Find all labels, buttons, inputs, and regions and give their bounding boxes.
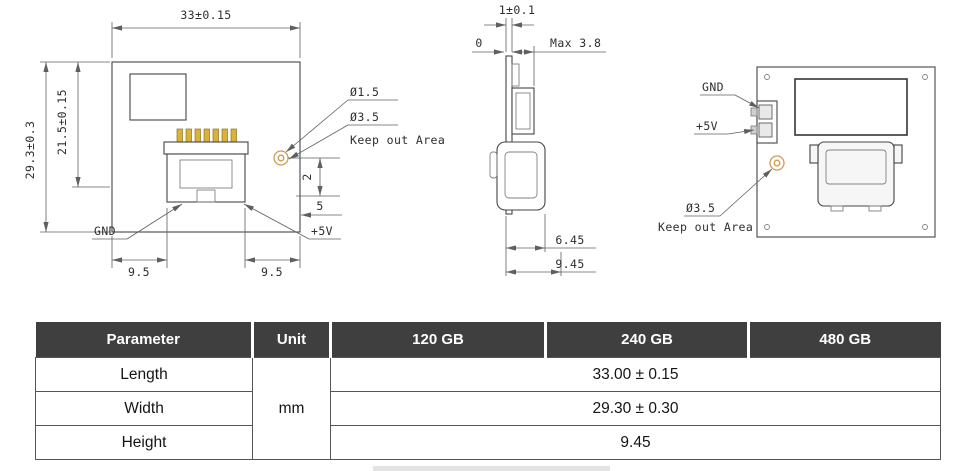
fiducial-dot (922, 224, 928, 230)
fiducial-dot (922, 74, 928, 80)
rear-callout-lines (684, 94, 773, 217)
side-dim-connector-depth: 6.45 (555, 233, 584, 247)
front-hole-callout-lines (285, 99, 398, 160)
param-length-label: Length (35, 357, 253, 392)
gold-pin (203, 128, 210, 143)
front-view: 33±0.15 29.3±0.3 21.5±0.15 Ø1.5 Ø3.5 Kee… (23, 8, 445, 279)
gold-pin (185, 128, 192, 143)
col-header-parameter: Parameter (35, 322, 253, 358)
param-height-label: Height (35, 425, 253, 460)
gold-pin (212, 128, 219, 143)
module-outline-front (111, 61, 301, 233)
unit-cell: mm (252, 357, 331, 460)
rear-keepout-label: Keep out Area (658, 220, 753, 234)
nand-chip-rear (794, 78, 908, 136)
front-bottom-dim-lines (111, 208, 301, 268)
front-dim-height-lines (40, 61, 110, 233)
component-profile (511, 87, 535, 135)
front-dim-bottom-left: 9.5 (128, 265, 150, 279)
front-keepout-label: Keep out Area (350, 133, 445, 147)
front-dim-height-outer: 29.3±0.3 (23, 121, 37, 180)
front-gnd-label: GND (94, 224, 116, 238)
col-header-480gb: 480 GB (747, 322, 941, 358)
table-row-length: Length mm 33.00 ± 0.15 (35, 357, 941, 460)
height-value: 9.45 (330, 425, 941, 460)
spec-table-header-row: Parameter Unit 120 GB 240 GB 480 GB (35, 322, 941, 358)
pcb-profile (505, 55, 513, 215)
length-value: 33.00 ± 0.15 (330, 357, 941, 392)
front-hole-small-label: Ø1.5 (350, 85, 379, 99)
rear-5v-label: +5V (696, 119, 718, 133)
sata-connector-rear (809, 141, 903, 212)
front-dim-bottom-right: 9.5 (261, 265, 283, 279)
front-dim-width: 33±0.15 (180, 8, 231, 22)
side-dim-max-lines (512, 46, 606, 86)
gold-pin (176, 128, 183, 143)
technical-drawing: 33±0.15 29.3±0.3 21.5±0.15 Ø1.5 Ø3.5 Kee… (23, 3, 936, 279)
front-dim-offset-horizontal: 5 (316, 199, 323, 213)
front-power-callout-lines (92, 203, 341, 240)
spec-table: Parameter Unit 120 GB 240 GB 480 GB Leng… (35, 322, 941, 460)
spec-table-container: Parameter Unit 120 GB 240 GB 480 GB Leng… (35, 322, 941, 460)
side-datum-zero: 0 (475, 36, 482, 50)
front-dim-offset-vertical: 2 (300, 173, 314, 180)
sata-connector-front (163, 128, 249, 203)
gold-pin (230, 128, 237, 143)
col-header-120gb: 120 GB (329, 322, 546, 358)
side-dim-max-component: Max 3.8 (550, 36, 601, 50)
side-bottom-dim-lines (505, 214, 596, 276)
width-value: 29.30 ± 0.30 (330, 391, 941, 426)
front-offset-dim-lines (288, 157, 342, 218)
plus5v-pin (758, 122, 773, 138)
chip-front (129, 73, 187, 121)
front-dim-height-inner: 21.5±0.15 (55, 89, 69, 155)
col-header-unit: Unit (251, 322, 331, 358)
col-header-240gb: 240 GB (544, 322, 749, 358)
rear-view: GND +5V Ø3.5 Keep out Area (658, 66, 936, 238)
table-row-height: Height 9.45 (35, 425, 941, 460)
keepout-hole-rear (769, 155, 785, 171)
power-pins-rear (750, 100, 778, 144)
table-row-width: Width 29.30 ± 0.30 (35, 391, 941, 426)
gnd-pin (758, 104, 773, 120)
side-view: 1±0.1 0 Max 3.8 6.45 9.45 (472, 3, 606, 276)
rear-hole-large-label: Ø3.5 (686, 201, 715, 215)
side-dim-total-depth: 9.45 (555, 257, 584, 271)
front-dim-width-lines (111, 22, 301, 58)
side-view-part (489, 55, 546, 215)
gold-pin (194, 128, 201, 143)
front-hole-large-label: Ø3.5 (350, 110, 379, 124)
fiducial-dot (764, 224, 770, 230)
fiducial-dot (764, 74, 770, 80)
front-5v-label: +5V (311, 224, 333, 238)
rear-gnd-label: GND (702, 80, 724, 94)
partial-bottom-element (373, 466, 610, 471)
side-dim-pcb-thickness: 1±0.1 (499, 3, 536, 17)
param-width-label: Width (35, 391, 253, 426)
gold-pin (221, 128, 228, 143)
side-dim-thickness-lines (484, 18, 534, 52)
